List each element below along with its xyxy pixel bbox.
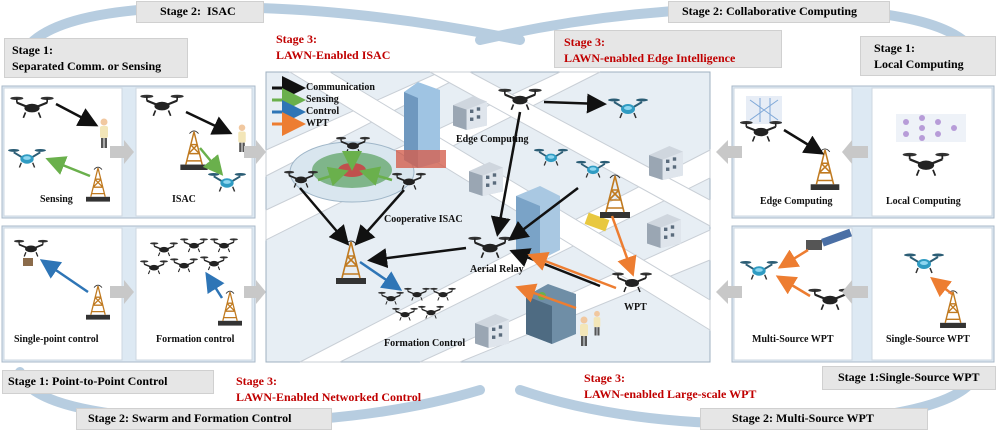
arrow-right [110, 280, 134, 304]
caption-single-point-control: Single-point control [14, 334, 99, 345]
stage1-p2p-control-label: Stage 1: Point-to-Point Control [8, 374, 168, 388]
arrow-left [716, 280, 742, 304]
chip-icon [746, 96, 782, 124]
satellite-icon [806, 228, 853, 250]
center-label-wpt: WPT [624, 302, 647, 313]
caption-single-source-wpt: Single-Source WPT [886, 334, 970, 345]
chip-icon [896, 114, 966, 142]
caption-edge-computing: Edge Computing [760, 196, 833, 207]
arrow-right [110, 140, 134, 164]
caption-multi-source-wpt: Multi-Source WPT [752, 334, 834, 345]
stage3-networked-control-label: Stage 3: LAWN-Enabled Networked Control [236, 374, 422, 404]
arrow-right [244, 140, 266, 164]
arrow-left [842, 280, 868, 304]
panel-single-point [3, 227, 123, 361]
arrow-left [842, 140, 868, 164]
caption-formation-control: Formation control [156, 334, 235, 345]
arrow-left [716, 140, 742, 164]
stage2-swarm-label: Stage 2: Swarm and Formation Control [88, 411, 292, 425]
legend-communication: Communication [306, 82, 375, 93]
stage3-large-scale-wpt-label: Stage 3: LAWN-enabled Large-scale WPT [584, 371, 757, 401]
panel-isac [135, 87, 253, 217]
stage2-multi-source-label: Stage 2: Multi-Source WPT [732, 411, 874, 425]
stage2-collab-computing-label: Stage 2: Collaborative Computing [682, 4, 857, 18]
center-label-cooperative-isac: Cooperative ISAC [384, 214, 463, 225]
stage2-isac-label: Stage 2: ISAC [160, 4, 236, 18]
stage3-edge-intelligence-label: Stage 3: LAWN-enabled Edge Intelligence [564, 35, 736, 65]
panel-formation [135, 227, 253, 361]
panel-comm-sensing [3, 87, 123, 217]
legend-sensing: Sensing [306, 94, 339, 105]
stage1-separated-label: Stage 1: Separated Comm. or Sensing [12, 43, 162, 73]
arrow-right [244, 280, 266, 304]
stage3-lawn-isac-label: Stage 3: LAWN-Enabled ISAC [276, 32, 391, 62]
caption-sensing: Sensing [40, 194, 73, 205]
building-icon [526, 284, 576, 344]
vehicle [584, 212, 610, 232]
center-label-edge-computing: Edge Computing [456, 134, 529, 145]
legend-control: Control [306, 106, 340, 117]
legend-wpt: WPT [306, 118, 329, 129]
building-icon [396, 82, 446, 168]
stage1-local-computing-label: Stage 1: Local Computing [874, 41, 964, 71]
legend [272, 76, 306, 136]
building-icon [516, 186, 560, 260]
caption-isac: ISAC [172, 194, 196, 205]
center-label-aerial-relay: Aerial Relay [470, 264, 524, 275]
stage1-single-source-label: Stage 1:Single-Source WPT [838, 370, 980, 384]
caption-local-computing: Local Computing [886, 196, 961, 207]
panel-local-computing [871, 87, 993, 217]
center-label-formation-control: Formation Control [384, 338, 466, 349]
